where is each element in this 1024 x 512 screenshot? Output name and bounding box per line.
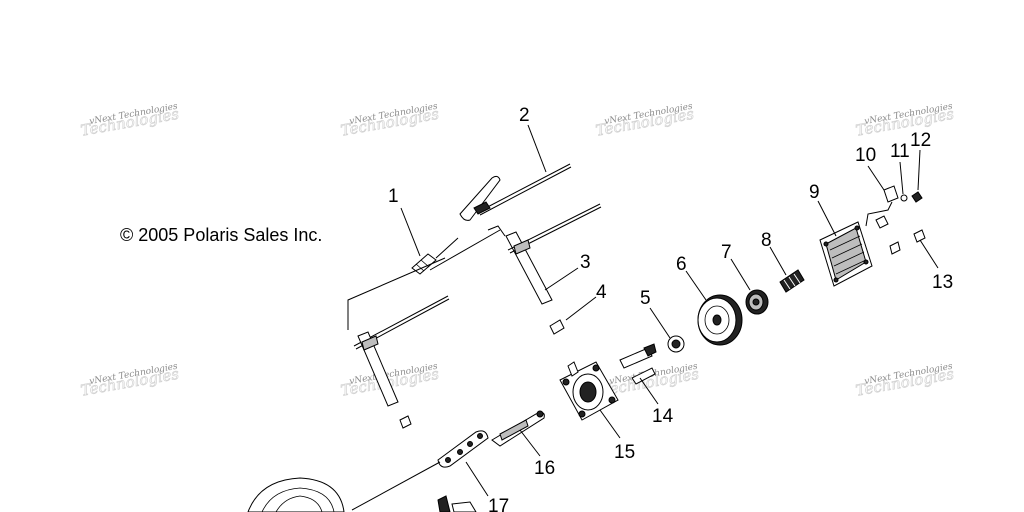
callout-1: 1 (388, 186, 399, 207)
part-10-switch (865, 185, 899, 227)
leader-lines (400, 124, 939, 497)
callout-7: 7 (721, 242, 732, 263)
watermark-bottom-1: Technologies vNext Technologies (79, 362, 181, 400)
watermark-bottom-4: Technologies vNext Technologies (854, 362, 956, 400)
callout-17: 17 (488, 496, 509, 512)
part-4-ferrule (549, 319, 565, 335)
callout-numbers: 1 2 3 4 5 6 7 8 9 10 11 12 13 14 15 16 1… (388, 105, 953, 512)
part-5-bearing (667, 335, 685, 353)
part-9-housing-cover (819, 221, 873, 287)
callout-15: 15 (614, 442, 635, 463)
part-16-throttle-lever (491, 410, 545, 447)
callout-16: 16 (534, 458, 555, 479)
part-8-spring (779, 269, 805, 293)
watermark-top-4: Technologies vNext Technologies (854, 102, 956, 140)
callout-11: 11 (890, 141, 910, 162)
watermark-top-1: Technologies vNext Technologies (79, 102, 181, 140)
part-1-cable-adjuster (411, 175, 501, 275)
callout-13: 13 (932, 272, 953, 293)
callout-6: 6 (676, 254, 687, 275)
callout-3: 3 (580, 252, 591, 273)
watermark-top-2: Technologies vNext Technologies (339, 102, 441, 140)
part-2-throttle-cable-upper (473, 163, 572, 216)
callout-4: 4 (596, 282, 607, 303)
part-6-throttle-drum (697, 294, 743, 346)
part-3-cable-sleeve (505, 203, 602, 305)
callout-5: 5 (640, 288, 651, 309)
callout-12: 12 (910, 130, 931, 151)
copyright-notice: © 2005 Polaris Sales Inc. (120, 225, 323, 245)
callout-14: 14 (652, 406, 674, 427)
part-7-washer (745, 289, 769, 315)
watermark-top-3: Technologies vNext Technologies (594, 102, 696, 140)
callout-9: 9 (809, 182, 820, 203)
part-15-throttle-housing (559, 361, 619, 421)
bottom-bracket-partial (437, 495, 477, 512)
part-14-pins (619, 343, 657, 385)
left-cable-assembly (347, 225, 506, 429)
callout-8: 8 (761, 230, 772, 251)
part-11-washer (900, 194, 908, 202)
part-17-mounting-plate (351, 430, 489, 511)
callout-10: 10 (855, 145, 876, 166)
part-12-screw (911, 191, 923, 203)
part-13-screws (875, 215, 926, 255)
bottom-housing-partial (247, 477, 345, 512)
callout-2: 2 (519, 105, 530, 126)
